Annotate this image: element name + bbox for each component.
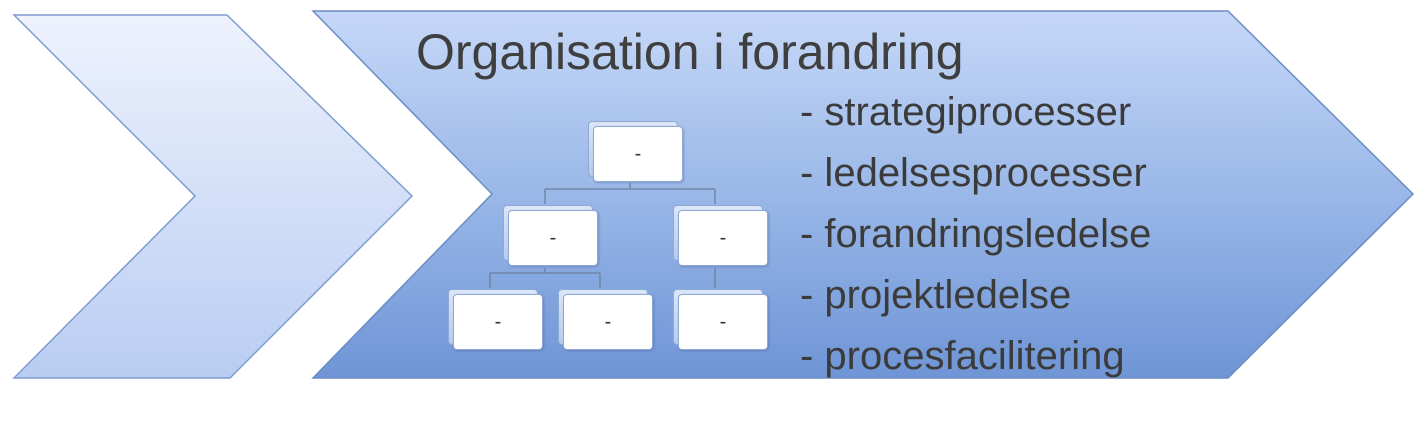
bullet-list: - strategiprocesser - ledelsesprocesser … xyxy=(800,82,1151,387)
org-node-level3-1: - xyxy=(448,289,543,350)
diagram-title: Organisation i forandring xyxy=(416,24,964,80)
org-node-label: - xyxy=(678,210,768,266)
org-chart-connectors xyxy=(489,183,716,288)
org-node-top: - xyxy=(588,121,683,182)
bullet-item: - projektledelse xyxy=(800,273,1072,317)
bullet-item: - strategiprocesser xyxy=(800,90,1132,134)
bullet-item: - ledelsesprocesser xyxy=(800,151,1147,195)
bullet-item: - procesfacilitering xyxy=(800,334,1125,378)
main-chevron xyxy=(311,10,1415,379)
left-chevron xyxy=(12,14,414,379)
org-node-label: - xyxy=(563,294,653,350)
org-node-level3-3: - xyxy=(673,289,768,350)
org-node-label: - xyxy=(508,210,598,266)
org-node-level3-2: - xyxy=(558,289,653,350)
org-node-level2-left: - xyxy=(503,205,598,266)
org-node-level2-right: - xyxy=(673,205,768,266)
org-node-label: - xyxy=(678,294,768,350)
org-node-label: - xyxy=(453,294,543,350)
bullet-item: - forandringsledelse xyxy=(800,212,1152,256)
org-node-label: - xyxy=(593,126,683,182)
